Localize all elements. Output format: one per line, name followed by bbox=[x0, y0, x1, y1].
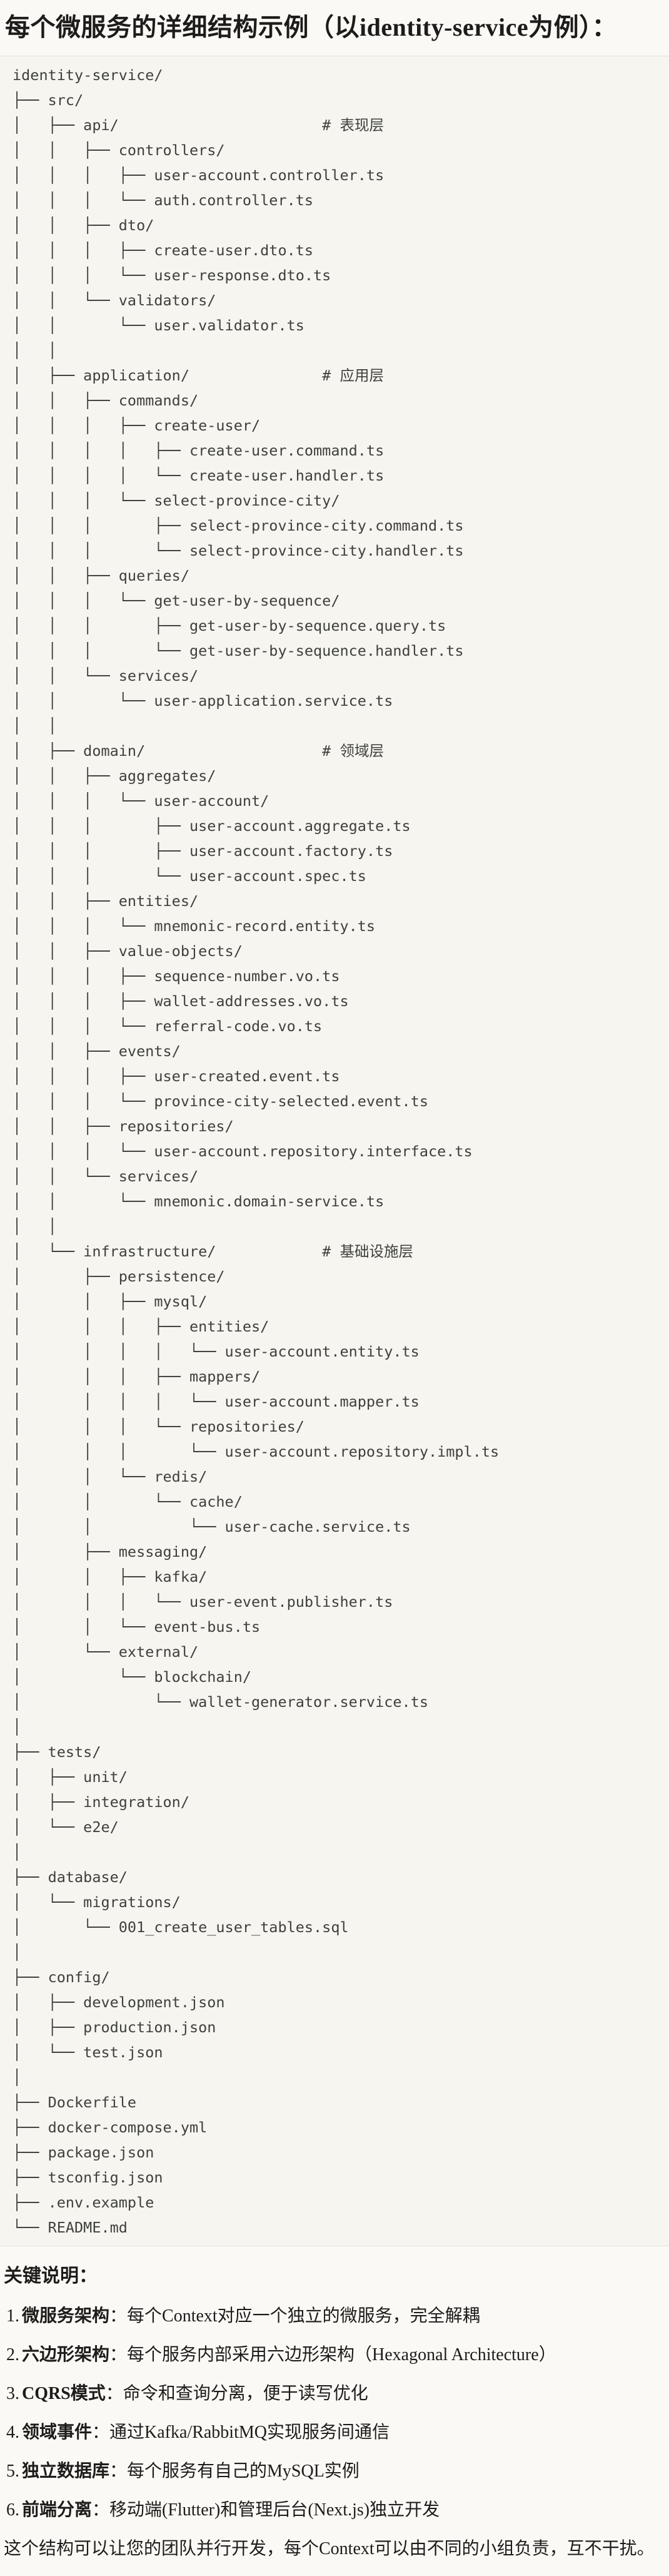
note-term: CQRS模式 bbox=[22, 2384, 106, 2403]
note-number: 3. bbox=[6, 2384, 19, 2403]
note-description: ：移动端(Flutter)和管理后台(Next.js)独立开发 bbox=[92, 2500, 440, 2520]
note-item: 1.微服务架构：每个Context对应一个独立的微服务，完全解耦 bbox=[6, 2306, 663, 2326]
note-number: 1. bbox=[6, 2306, 19, 2326]
note-item: 5.独立数据库：每个服务有自己的MySQL实例 bbox=[6, 2461, 663, 2482]
page-header: 每个微服务的详细结构示例（以identity-service为例）： bbox=[0, 0, 669, 56]
note-item: 3.CQRS模式：命令和查询分离，便于读写优化 bbox=[6, 2384, 663, 2404]
note-number: 6. bbox=[6, 2500, 19, 2520]
note-term: 前端分离 bbox=[22, 2500, 93, 2520]
notes-heading: 关键说明： bbox=[4, 2266, 98, 2286]
note-description: ：每个Context对应一个独立的微服务，完全解耦 bbox=[109, 2306, 480, 2326]
directory-tree-block: identity-service/ ├── src/ │ ├── api/ # … bbox=[0, 56, 669, 2246]
directory-tree: identity-service/ ├── src/ │ ├── api/ # … bbox=[13, 66, 500, 2236]
note-description: ：命令和查询分离，便于读写优化 bbox=[105, 2384, 368, 2403]
page-title: 每个微服务的详细结构示例（以identity-service为例）： bbox=[5, 13, 618, 41]
note-description: ：通过Kafka/RabbitMQ实现服务间通信 bbox=[92, 2423, 390, 2442]
note-term: 独立数据库 bbox=[22, 2461, 110, 2481]
note-description: ：每个服务内部采用六边形架构（Hexagonal Architecture） bbox=[109, 2345, 556, 2365]
note-term: 微服务架构 bbox=[22, 2306, 110, 2326]
notes-section: 关键说明： 1.微服务架构：每个Context对应一个独立的微服务，完全解耦 2.… bbox=[0, 2246, 669, 2559]
note-term: 领域事件 bbox=[22, 2423, 93, 2442]
note-number: 5. bbox=[6, 2461, 19, 2481]
note-item: 2.六边形架构：每个服务内部采用六边形架构（Hexagonal Architec… bbox=[6, 2345, 663, 2365]
note-number: 2. bbox=[6, 2345, 19, 2365]
note-item: 4.领域事件：通过Kafka/RabbitMQ实现服务间通信 bbox=[6, 2423, 663, 2443]
note-number: 4. bbox=[6, 2423, 19, 2442]
note-item: 6.前端分离：移动端(Flutter)和管理后台(Next.js)独立开发 bbox=[6, 2500, 663, 2520]
note-description: ：每个服务有自己的MySQL实例 bbox=[109, 2461, 360, 2481]
note-term: 六边形架构 bbox=[22, 2345, 110, 2365]
closing-paragraph: 这个结构可以让您的团队并行开发，每个Context可以由不同的小组负责，互不干扰… bbox=[4, 2539, 655, 2558]
